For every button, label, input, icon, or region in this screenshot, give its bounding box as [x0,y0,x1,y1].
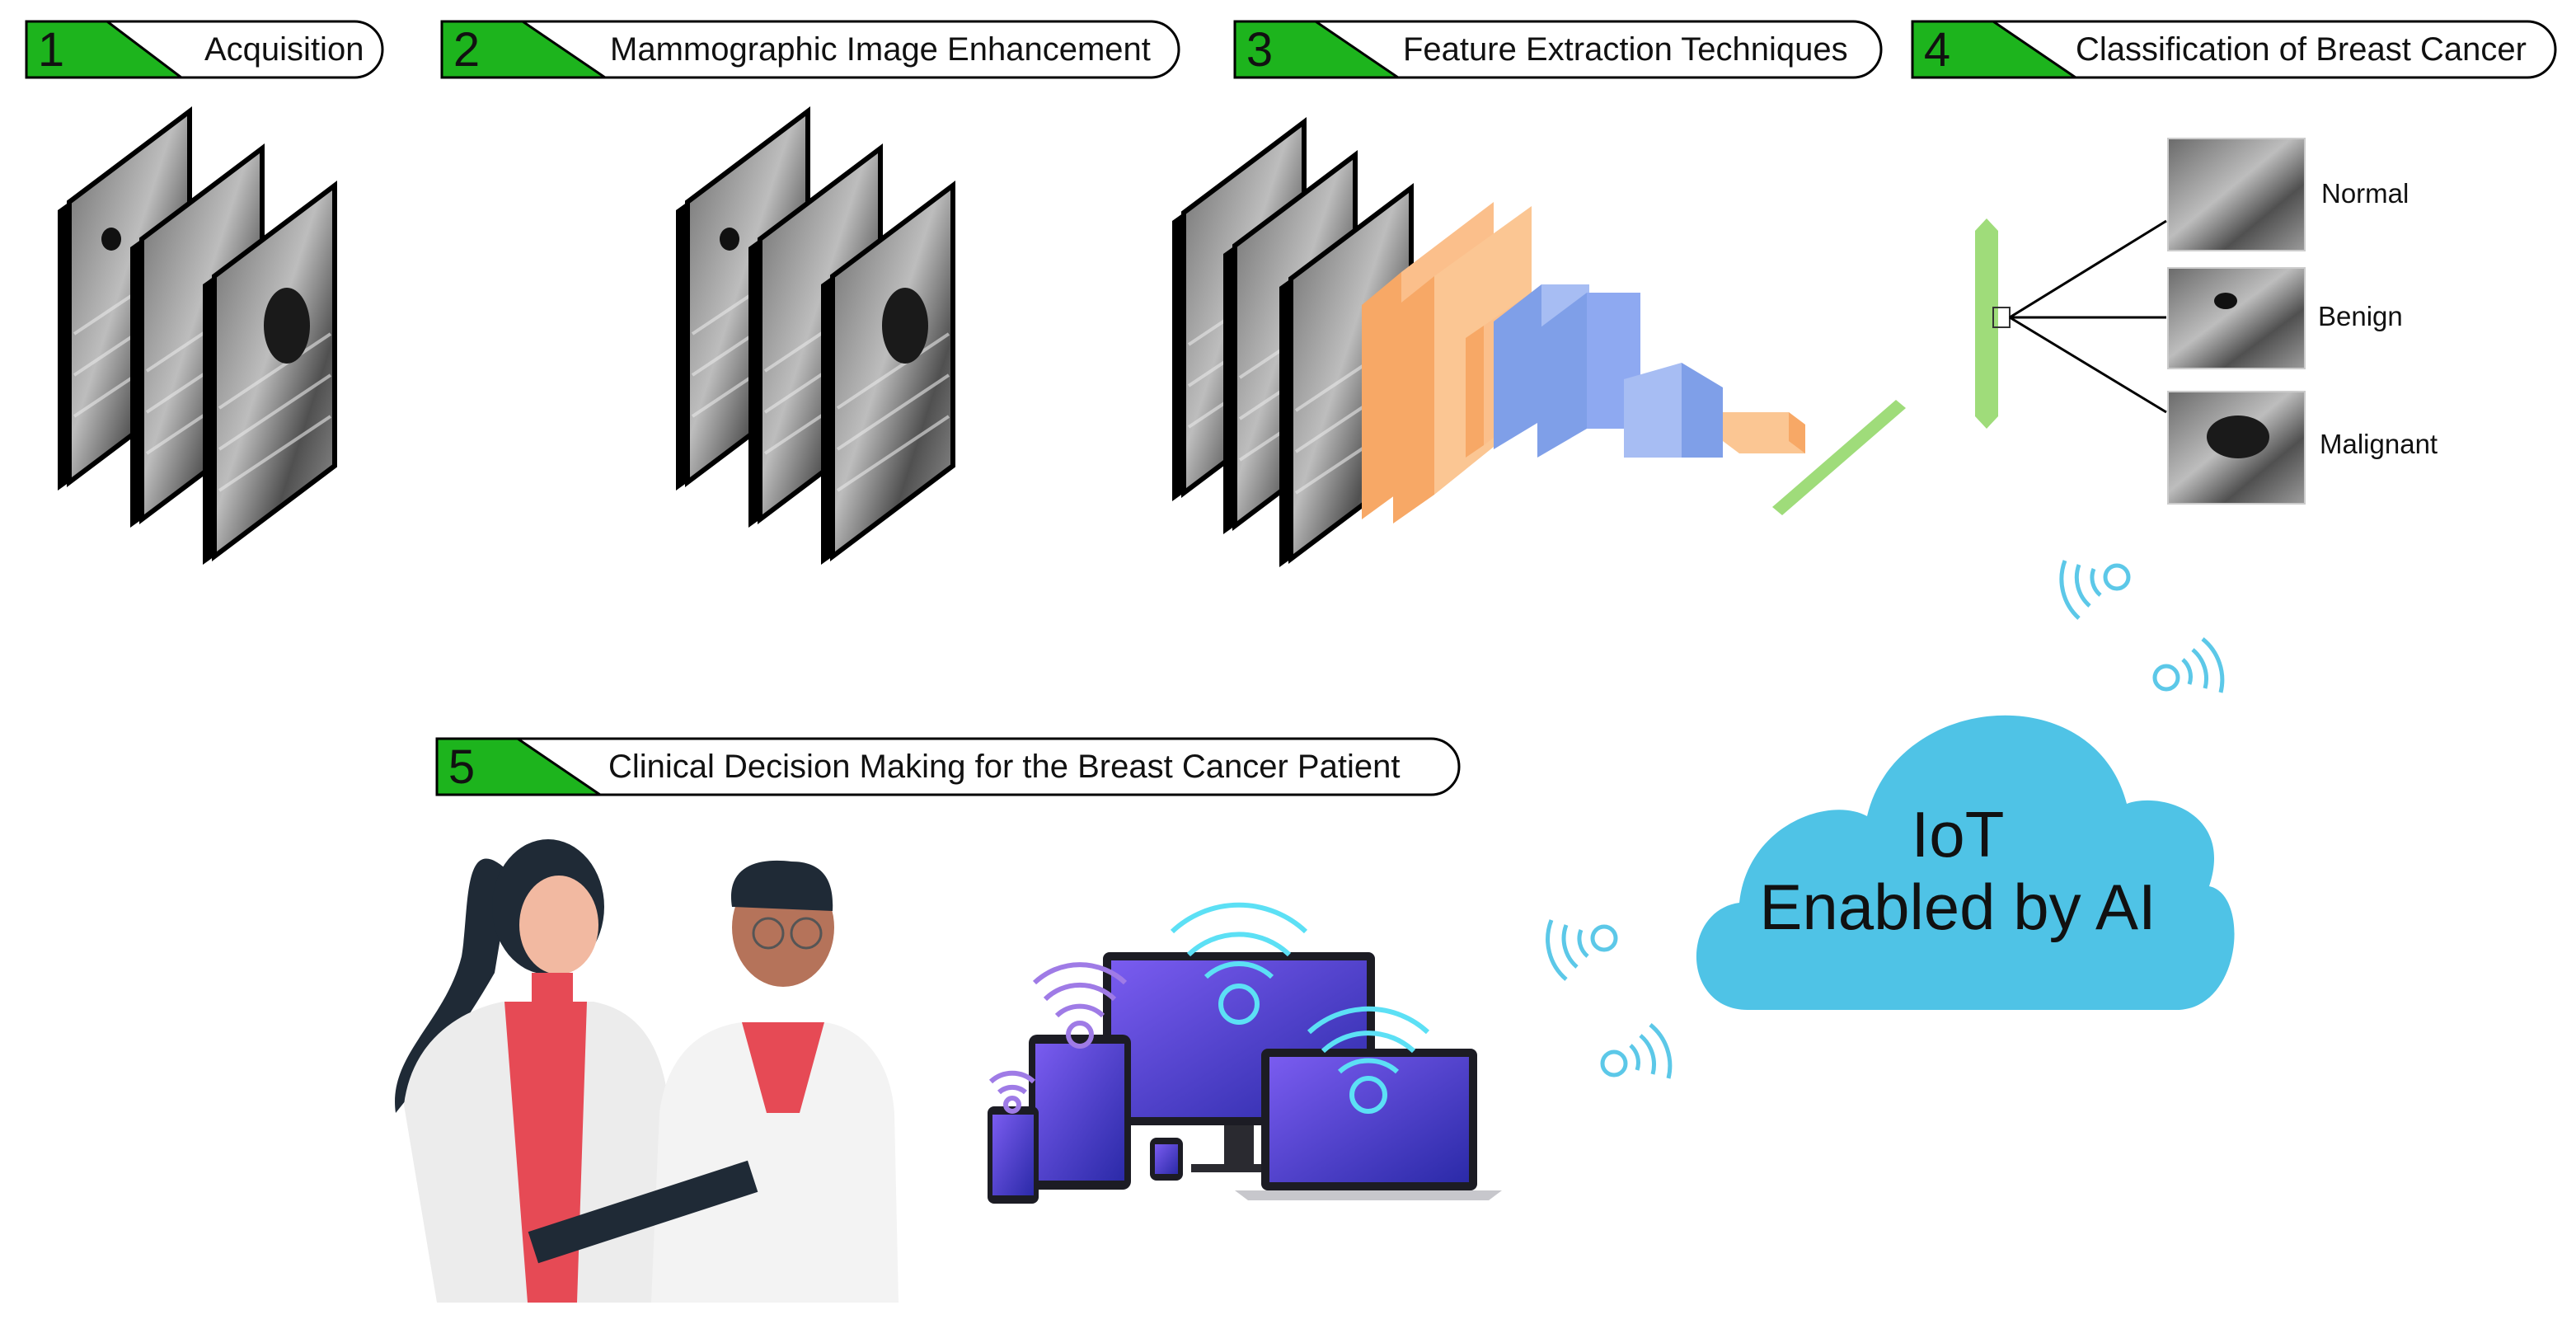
step-3-badge [1233,20,1883,79]
clipboard [528,1160,758,1264]
conv-layer-blue [1494,284,1723,458]
fc-layer [1772,400,1906,515]
step-1-label: Acquisition [204,31,364,68]
step-4-label: Classification of Breast Cancer [2076,31,2527,68]
classification-branch [1975,138,2306,505]
acquisition-images [58,111,335,565]
step-3-label: Feature Extraction Techniques [1403,31,1848,68]
feature-extraction-network [1172,122,1906,567]
step-2-badge [440,20,1180,79]
step-2-header: 2 Mammographic Image Enhancement [440,20,1182,79]
enhanced-images [676,111,953,565]
class-label-benign: Benign [2318,301,2403,331]
step-2-label: Mammographic Image Enhancement [610,31,1151,68]
cloud-title: IoT [1911,798,2005,871]
male-doctor [651,860,899,1303]
normal-thumbnail [2167,138,2306,251]
step-5-label: Clinical Decision Making for the Breast … [608,748,1401,785]
step-1-badge [25,20,384,79]
pooling-layer [1723,412,1805,453]
wifi-icon [1546,560,2225,1079]
step-3-header: 3 Feature Extraction Techniques [1233,20,1884,79]
step-1-number: 1 [37,22,65,77]
lesion [264,288,310,364]
step-2-number: 2 [453,22,481,77]
step-5-header: 5 Clinical Decision Making for the Breas… [435,737,1462,796]
devices-illustration [988,952,1502,1204]
step-5-badge [435,737,1461,796]
class-label-normal: Normal [2321,178,2409,209]
doctors-illustration [395,839,899,1303]
output-layer [1975,218,1998,429]
step-4-header: 4 Classification of Breast Cancer [1911,20,2559,79]
step-3-number: 3 [1246,22,1274,77]
step-5-number: 5 [448,739,476,794]
cloud-icon [1696,715,2235,1010]
benign-thumbnail [2167,267,2306,369]
cloud-subtitle: Enabled by AI [1759,871,2156,943]
device-wifi-icons [988,902,1430,1114]
step-4-number: 4 [1923,22,1951,77]
step-1-header: 1 Acquisition [25,20,392,79]
class-label-malignant: Malignant [2320,429,2438,459]
step-4-badge [1911,20,2557,79]
